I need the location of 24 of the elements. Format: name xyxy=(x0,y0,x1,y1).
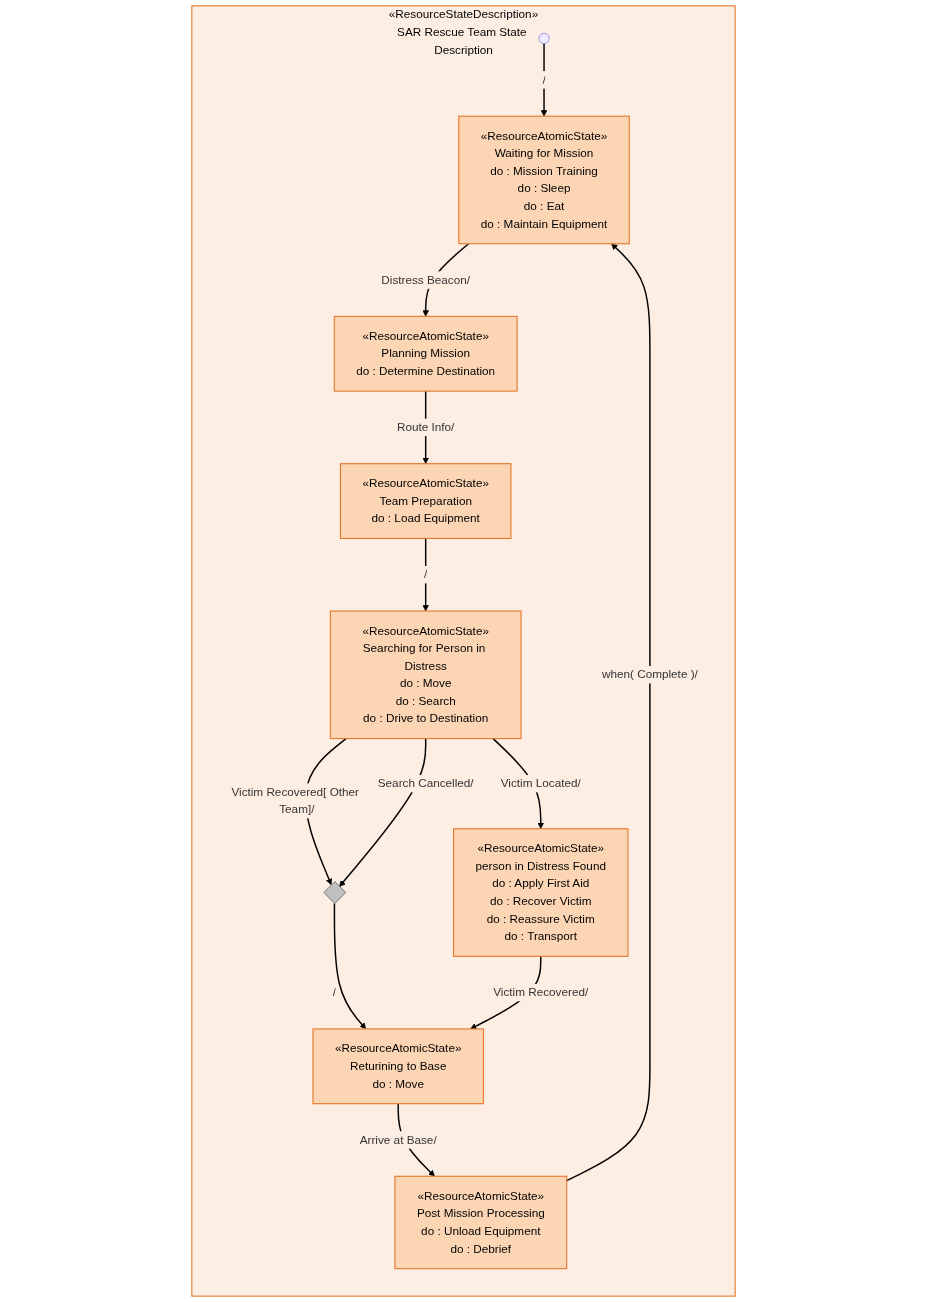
node-box: «ResourceAtomicState» Post Mission Processing do : Unload Equipment do : Debrief xyxy=(394,1175,568,1270)
node-diamond xyxy=(323,881,347,904)
edge-label: Search Cancelled/ xyxy=(377,777,474,790)
edge-label: Victim Located/ xyxy=(500,777,581,790)
node-circle xyxy=(538,33,550,44)
edge-label: when( Complete )/ xyxy=(602,668,698,681)
edge-label: Arrive at Base/ xyxy=(359,1133,437,1146)
arrow xyxy=(339,737,427,887)
node-box: «ResourceAtomicState» Team Preparation do : Load Equipment xyxy=(339,463,512,539)
edge-label: Victim Recovered/ xyxy=(493,986,589,999)
node-box: «ResourceAtomicState» Returining to Base do : Move xyxy=(312,1028,484,1105)
edge-label: Route Info/ xyxy=(396,420,455,434)
edge-label: Distress Beacon/ xyxy=(381,273,471,286)
edge-label: Victim Recovered[ Other Team]/ xyxy=(231,785,359,816)
edge-label: / xyxy=(542,73,546,86)
arrow xyxy=(540,42,548,117)
node-box: «ResourceAtomicState» Planning Mission do : Determine Destination xyxy=(333,315,518,392)
node-box: «ResourceAtomicState» Waiting for Mission do : Mission Training do : Sleep do : Eat do : Maintain Equipment xyxy=(458,115,630,245)
arrow xyxy=(422,537,429,612)
edge-label: / xyxy=(332,986,337,999)
node-box: «ResourceAtomicState» Searching for Person in Distress do : Move do : Search do : Drive to Destination xyxy=(329,610,522,740)
node-box: «ResourceAtomicState» person in Distress Found do : Apply First Aid do : Recover Victim do : Reassure Victim do : Transport xyxy=(453,828,629,957)
arrow xyxy=(333,902,367,1030)
edge-label: / xyxy=(424,568,428,581)
